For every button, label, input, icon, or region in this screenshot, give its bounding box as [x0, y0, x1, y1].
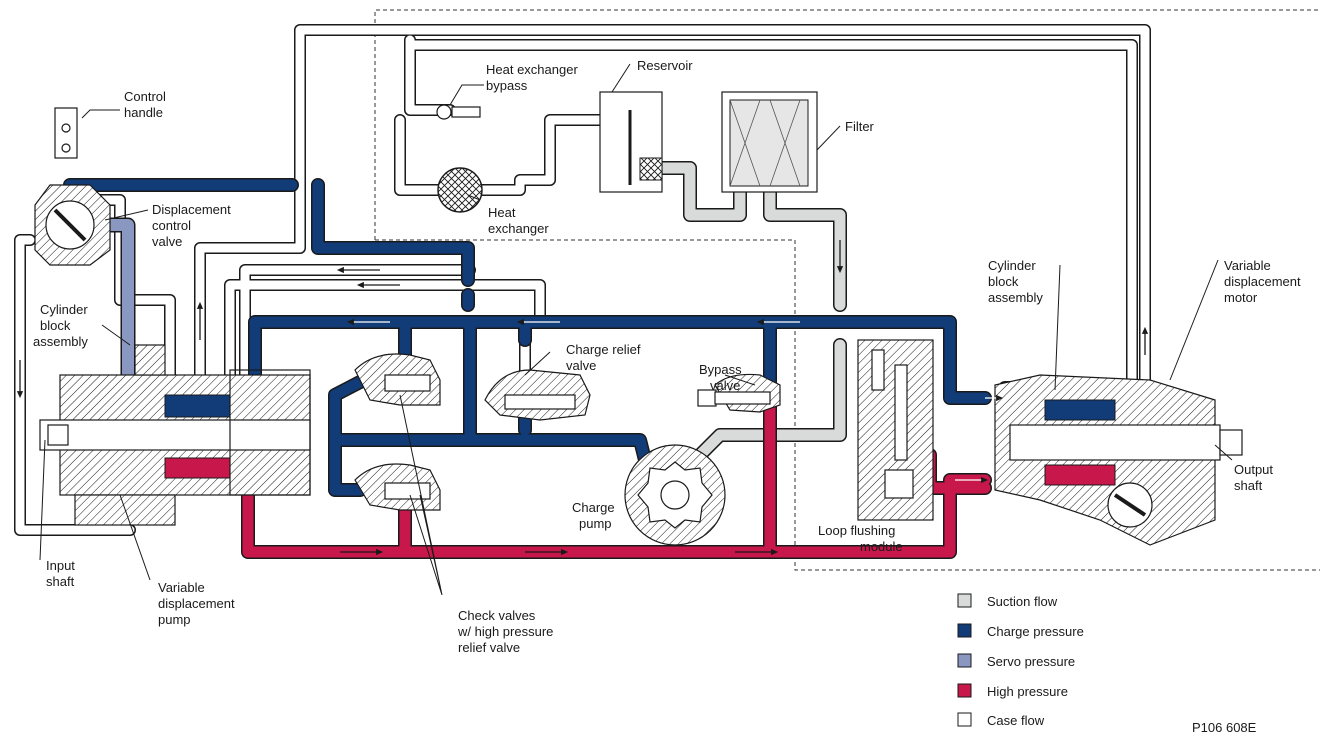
heat-exchanger-bypass	[436, 104, 481, 120]
label-cylinder-block-left: Cylinder block assembly	[33, 302, 91, 349]
high-pressure-lines	[163, 393, 1097, 559]
legend-item-charge: Charge pressure	[957, 623, 1084, 639]
label-charge-pump: Charge pump	[572, 500, 618, 531]
label-heat-exchanger-bypass: Heat exchanger bypass	[486, 62, 581, 93]
filter	[721, 91, 818, 193]
legend-label: High pressure	[987, 684, 1068, 699]
variable-displacement-pump	[39, 344, 311, 526]
legend-item-case: Case flow	[957, 712, 1045, 728]
check-valve-lower	[354, 463, 441, 511]
label-control-handle: Control handle	[124, 89, 170, 120]
legend-swatch	[957, 712, 972, 727]
label-charge-relief-valve: Charge relief valve	[566, 342, 644, 373]
legend-item-high: High pressure	[957, 683, 1068, 699]
legend-label: Suction flow	[987, 594, 1058, 609]
heat-exchanger	[437, 167, 483, 213]
legend-item-suction: Suction flow	[957, 593, 1058, 609]
charge-pump	[624, 444, 726, 546]
label-cylinder-block-right: Cylinder block assembly	[988, 258, 1043, 305]
check-valve-upper	[354, 353, 441, 406]
leader-lines	[39, 63, 1233, 596]
bypass-valve	[697, 373, 781, 413]
label-variable-displacement-pump: Variable displacement pump	[158, 580, 238, 627]
label-check-valves: Check valves w/ high pressure relief val…	[457, 608, 557, 655]
label-filter: Filter	[845, 119, 875, 134]
variable-displacement-motor	[994, 374, 1243, 546]
loop-flushing-module	[857, 339, 934, 521]
legend-swatch	[957, 593, 972, 608]
legend: Suction flow Charge pressure Servo press…	[957, 593, 1084, 728]
motor-boundary-dashed	[374, 9, 1320, 571]
label-heat-exchanger: Heat exchanger	[488, 205, 549, 236]
legend-label: Case flow	[987, 713, 1045, 728]
label-bypass-valve: Bypass valve	[699, 362, 745, 393]
legend-swatch	[957, 653, 972, 668]
label-reservoir: Reservoir	[637, 58, 693, 73]
legend-swatch	[957, 623, 972, 638]
displacement-control-valve	[34, 184, 111, 266]
label-displacement-control-valve: Displacement control valve	[152, 202, 234, 249]
legend-label: Charge pressure	[987, 624, 1084, 639]
legend-label: Servo pressure	[987, 654, 1075, 669]
legend-item-servo: Servo pressure	[957, 653, 1075, 669]
reservoir	[599, 91, 663, 193]
component-labels: Control handle Displacement control valv…	[33, 58, 1304, 655]
flow-arrows	[16, 240, 1149, 556]
label-input-shaft: Input shaft	[46, 558, 79, 589]
figure-code: P106 608E	[1192, 720, 1257, 735]
label-output-shaft: Output shaft	[1234, 462, 1277, 493]
charge-relief-valve	[484, 369, 591, 421]
control-handle	[54, 107, 78, 159]
legend-swatch	[957, 683, 972, 698]
label-loop-flushing-module: Loop flushing module	[818, 523, 903, 554]
label-variable-displacement-motor: Variable displacement motor	[1224, 258, 1304, 305]
